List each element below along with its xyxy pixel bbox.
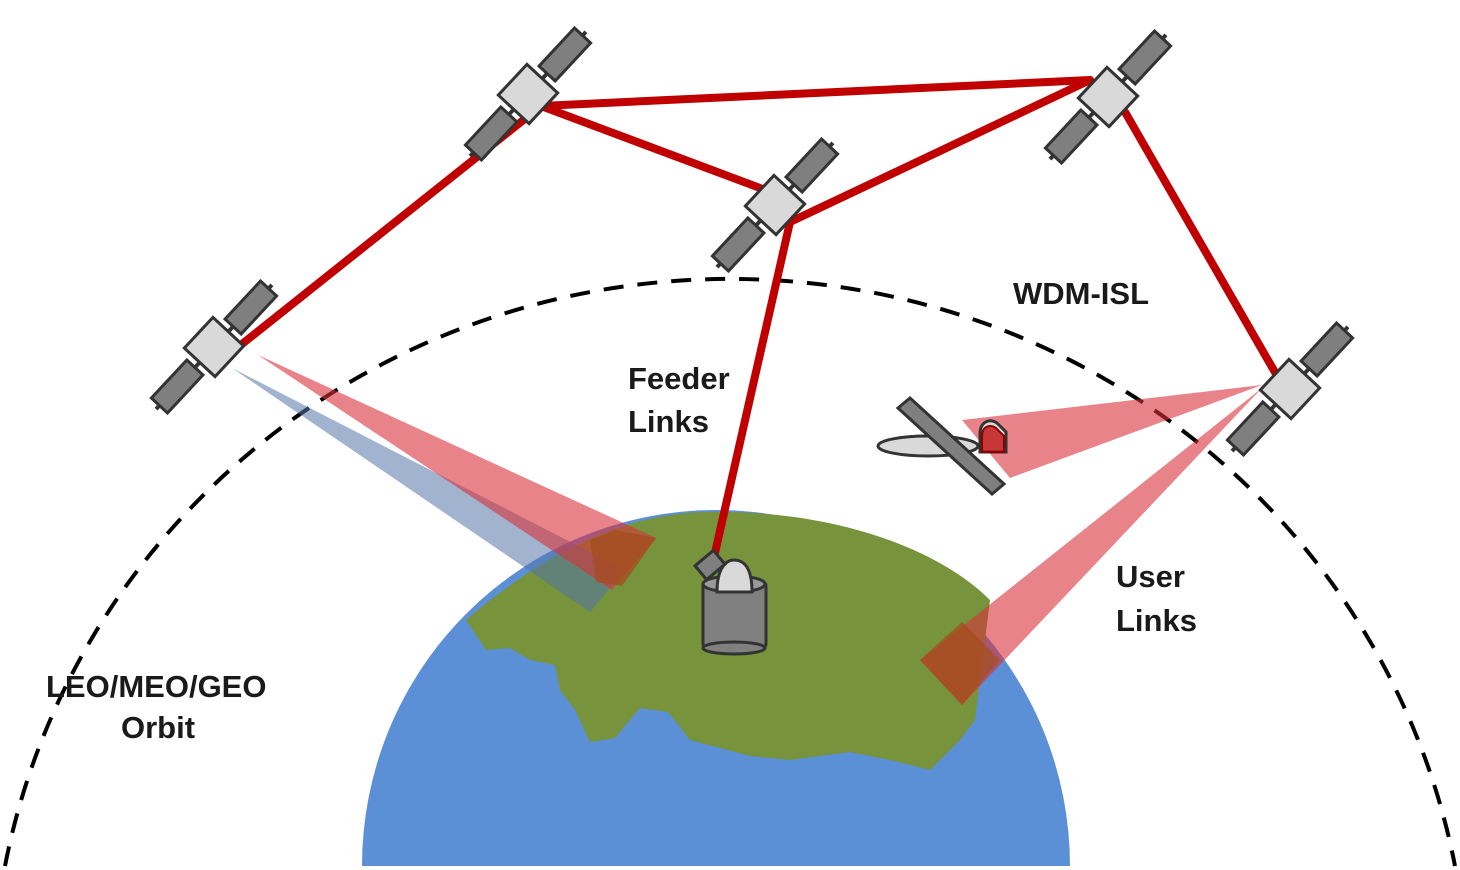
isl-link-4: [786, 76, 1094, 226]
feeder-link: [708, 218, 794, 570]
aircraft-icon: [876, 396, 1008, 496]
ground-station-icon: [692, 548, 768, 656]
orbit-arc: [3, 277, 1457, 867]
labels: LEO/MEO/GEO Orbit Feeder Links WDM-ISL U…: [46, 276, 1197, 745]
feeder-label-line2: Links: [628, 404, 709, 439]
satellite-icon: [138, 268, 290, 426]
orbit-label-line1: LEO/MEO/GEO: [46, 669, 266, 704]
isl-label: WDM-ISL: [1013, 276, 1149, 311]
red-beam-user: [920, 388, 1262, 705]
user-label-line1: User: [1116, 559, 1185, 594]
satellite-icon: [452, 15, 604, 173]
blue-beam: [232, 368, 625, 612]
beams: [232, 355, 1262, 705]
footprint-left: [590, 530, 656, 586]
isl-link-3: [537, 102, 780, 198]
user-label-line2: Links: [1116, 603, 1197, 638]
isl-link-2: [537, 76, 1094, 110]
isl-link-5: [1121, 108, 1280, 378]
footprint-user: [920, 622, 1000, 705]
orbit-label-line2: Orbit: [121, 710, 195, 745]
footprints: [590, 530, 1000, 705]
feeder-label-line1: Feeder: [628, 361, 730, 396]
red-beam-left: [258, 355, 656, 590]
links: [228, 76, 1280, 570]
red-beam-aircraft: [962, 385, 1262, 478]
